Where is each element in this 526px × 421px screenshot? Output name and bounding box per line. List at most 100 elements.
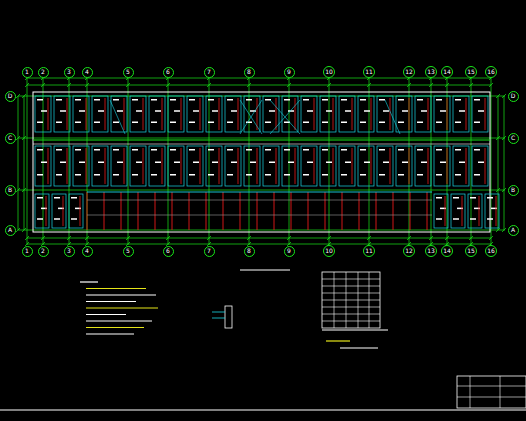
axis-bubble: 7 — [204, 67, 215, 78]
axis-bubble: 16 — [485, 245, 497, 257]
room-outline — [73, 96, 89, 132]
rebar-line — [333, 148, 334, 184]
rebar-line — [409, 148, 410, 184]
dimension-tick — [489, 236, 493, 240]
rebar-mark — [231, 162, 237, 164]
room-outline — [130, 96, 146, 132]
rebar-mark — [303, 149, 309, 151]
room-outline — [244, 146, 260, 186]
building — [33, 92, 499, 232]
dimension-tick — [247, 236, 251, 240]
rebar-line — [143, 98, 144, 130]
dimension-tick — [207, 236, 211, 240]
axis-bubble: 1 — [22, 246, 33, 257]
rebar-mark — [37, 149, 43, 151]
rebar-line — [390, 148, 391, 184]
dimension-tick — [22, 136, 26, 140]
rebar-line — [352, 98, 353, 130]
rebar-mark — [398, 122, 404, 124]
rebar-mark — [303, 99, 309, 101]
rebar-mark — [136, 162, 142, 164]
dimension-tick — [287, 83, 291, 87]
rebar-mark — [398, 174, 404, 176]
axis-bubble: 3 — [64, 246, 75, 257]
table-outline — [322, 272, 380, 328]
table-rule — [322, 286, 380, 287]
rebar-mark — [345, 110, 351, 112]
beam-line — [87, 215, 432, 216]
dimension-tick — [407, 236, 411, 240]
rebar-mark — [132, 122, 138, 124]
dimension-tick — [327, 236, 331, 240]
rebar-line — [124, 98, 125, 130]
room-outline — [339, 146, 355, 186]
dimension-tick — [502, 188, 506, 192]
section-line — [212, 318, 225, 319]
room-outline — [434, 146, 450, 186]
axis-label: 15 — [467, 69, 475, 75]
note-line — [86, 314, 126, 315]
room-outline — [187, 96, 203, 132]
column-line — [121, 192, 122, 230]
room-outline — [396, 96, 412, 132]
room-outline — [358, 146, 374, 186]
axis-label: 11 — [365, 248, 373, 254]
rebar-mark — [487, 197, 493, 199]
column-line — [172, 192, 173, 230]
beam-line — [87, 192, 432, 193]
rebar-line — [200, 148, 201, 184]
axis-label: 16 — [487, 248, 495, 254]
rebar-line — [67, 98, 68, 130]
dimension-tick — [166, 83, 170, 87]
rebar-mark — [113, 99, 119, 101]
column-line — [240, 192, 241, 230]
dimension-tick — [469, 236, 473, 240]
rebar-mark — [478, 110, 484, 112]
axis-bubble: 5 — [123, 246, 134, 257]
axis-bubble: 6 — [163, 67, 174, 78]
rebar-mark — [341, 99, 347, 101]
axis-bubble: A — [508, 225, 519, 236]
rebar-mark — [487, 218, 493, 220]
rebar-mark — [56, 149, 62, 151]
room-outline — [54, 96, 70, 132]
axis-line — [18, 138, 505, 139]
column-line — [104, 192, 105, 230]
axis-label: 4 — [85, 69, 89, 75]
room-outline — [73, 146, 89, 186]
axis-line — [128, 78, 129, 245]
room-outline — [415, 146, 431, 186]
rebar-line — [466, 148, 467, 184]
rebar-mark — [113, 149, 119, 151]
rebar-mark — [37, 218, 43, 220]
column-line — [308, 192, 309, 230]
room-outline — [35, 96, 51, 132]
rebar-line — [462, 196, 463, 226]
axis-line — [27, 78, 28, 245]
axis-bubble: C — [5, 133, 16, 144]
rebar-mark — [227, 99, 233, 101]
axis-label: 3 — [67, 248, 71, 254]
rebar-line — [162, 98, 163, 130]
rebar-mark — [208, 174, 214, 176]
axis-label: 4 — [85, 248, 89, 254]
axis-bubble: 2 — [38, 67, 49, 78]
rebar-mark — [54, 218, 60, 220]
axis-line — [18, 96, 505, 97]
rebar-mark — [417, 99, 423, 101]
rebar-mark — [360, 174, 366, 176]
dimension-tick — [85, 236, 89, 240]
rebar-mark — [56, 122, 62, 124]
axis-bubble: 15 — [465, 66, 477, 78]
note-line — [86, 320, 152, 321]
axis-label: 13 — [427, 69, 435, 75]
axis-bubble: 6 — [163, 246, 174, 257]
dimension-tick — [41, 83, 45, 87]
axis-label: 9 — [287, 69, 291, 75]
column-line — [342, 192, 343, 230]
dimension-tick — [496, 94, 500, 98]
rebar-mark — [174, 162, 180, 164]
axis-bubble: D — [5, 91, 16, 102]
rebar-mark — [453, 197, 459, 199]
rebar-mark — [227, 149, 233, 151]
